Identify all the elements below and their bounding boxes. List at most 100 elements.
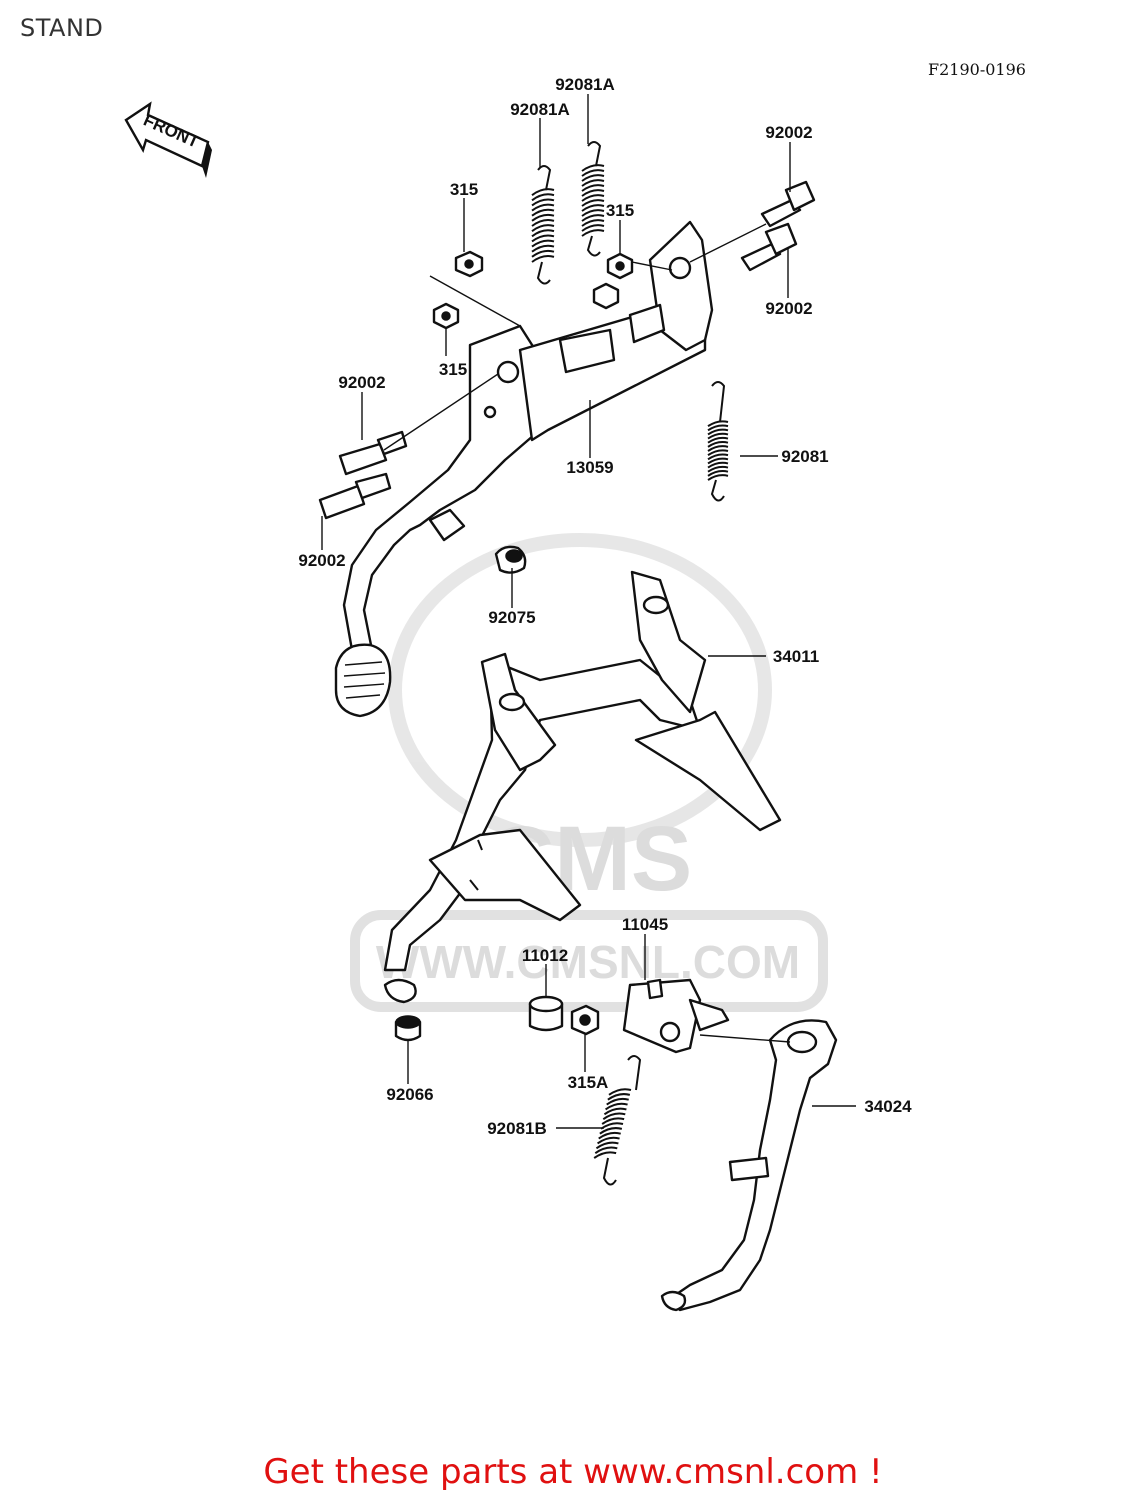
watermark-emblem: [388, 533, 772, 847]
spring-coil: [581, 224, 605, 232]
part-label-34024[interactable]: 34024: [864, 1097, 912, 1116]
part-label-92075[interactable]: 92075: [488, 608, 535, 627]
part-label-92066[interactable]: 92066: [386, 1085, 433, 1104]
part-label-315-right[interactable]: 315: [606, 201, 634, 220]
spring-coil: [581, 184, 605, 192]
spring-coil: [707, 428, 729, 436]
spring-coil: [707, 453, 729, 461]
spring-coil: [581, 189, 605, 197]
spring-coil: [707, 424, 729, 432]
watermark: CMS WWW.CMSNL.COM: [350, 533, 828, 1012]
part-labels: 92081A 92081A 92002 315 315 92002 315 92…: [298, 75, 912, 1138]
spring-coil: [593, 1151, 617, 1159]
spring-coil: [602, 1112, 626, 1120]
part-label-315a[interactable]: 315A: [568, 1073, 609, 1092]
spring-92081b: [593, 1055, 642, 1186]
spring-coil: [603, 1107, 627, 1116]
part-label-92002-right[interactable]: 92002: [765, 299, 812, 318]
part-label-92081b[interactable]: 92081B: [487, 1119, 547, 1138]
spring-coil: [531, 193, 555, 202]
spring-coil: [531, 224, 555, 232]
spring-coil: [707, 461, 729, 469]
spring-coil: [707, 432, 729, 440]
switch-bracket-11045: [622, 978, 730, 1054]
spring-coil: [581, 204, 605, 212]
part-label-92002-lower-left[interactable]: 92002: [298, 551, 345, 570]
spring-coil: [531, 219, 555, 227]
nut-315-lower-left: [432, 302, 460, 330]
part-label-315-lower[interactable]: 315: [439, 360, 467, 379]
spring-coil: [608, 1088, 632, 1096]
part-label-34011[interactable]: 34011: [773, 647, 819, 666]
spring-coil: [581, 164, 605, 172]
spring-coil: [601, 1117, 625, 1125]
spring-coil: [599, 1127, 623, 1135]
leader-lines: [321, 94, 856, 1129]
spring-coil: [707, 474, 729, 481]
spring-coil: [707, 457, 729, 465]
nut-315a: [570, 1004, 600, 1036]
bolt-92002-left-b: [318, 472, 392, 520]
part-label-92002-left[interactable]: 92002: [338, 373, 385, 392]
spring-92081a-right: [581, 141, 605, 257]
spring-coil: [581, 174, 605, 182]
watermark-url: WWW.CMSNL.COM: [376, 936, 800, 988]
spring-coil: [581, 179, 605, 187]
spring-coil: [596, 1136, 620, 1145]
front-direction-arrow: FRONT: [124, 101, 212, 178]
spring-coil: [531, 208, 555, 217]
brake-pedal-pad: [334, 643, 392, 718]
cap-92066: [394, 1015, 422, 1042]
bushing-92075: [494, 545, 527, 574]
spring-coil: [598, 1131, 621, 1140]
part-label-315-left[interactable]: 315: [450, 180, 478, 199]
spring-coil: [531, 249, 555, 258]
spring-coil: [531, 244, 555, 253]
spring-coil: [707, 420, 729, 427]
stand-bracket-13059: [342, 220, 714, 692]
bolt-92002-upper-right-a: [760, 180, 816, 228]
spring-coil: [581, 209, 605, 217]
spring-coil: [707, 470, 729, 477]
part-label-13059[interactable]: 13059: [566, 458, 613, 477]
center-stand-34011: [383, 570, 782, 1004]
spring-coil: [581, 214, 605, 222]
spring-coil: [581, 169, 605, 177]
spring-coil: [606, 1097, 629, 1106]
part-label-11045[interactable]: 11045: [622, 915, 668, 934]
spring-coil: [531, 239, 555, 248]
spring-coil: [581, 199, 605, 207]
spring-coil: [707, 445, 729, 452]
figure-code: F2190-0196: [928, 60, 1026, 79]
spring-coil: [531, 188, 555, 196]
spring-coil: [604, 1102, 628, 1111]
spring-coil: [607, 1093, 631, 1101]
nut-315-upper-left: [454, 250, 484, 278]
spring-coil: [707, 465, 729, 473]
page-title: STAND: [20, 14, 104, 42]
part-label-92081[interactable]: 92081: [781, 447, 828, 466]
spring-coil: [581, 229, 605, 237]
part-label-92002-top-right[interactable]: 92002: [765, 123, 812, 142]
spring-coil: [581, 219, 605, 227]
nut-315-right: [592, 252, 634, 310]
spring-coil: [531, 198, 555, 207]
spring-92081a-left: [531, 165, 555, 285]
spring-coil: [531, 234, 555, 243]
spring-coil: [594, 1146, 618, 1154]
bolt-92002-left-a: [338, 430, 408, 476]
spring-coil: [707, 449, 729, 456]
part-label-92081a-top[interactable]: 92081A: [555, 75, 615, 94]
part-label-11012[interactable]: 11012: [522, 946, 568, 965]
promo-link[interactable]: Get these parts at www.cmsnl.com !: [263, 1452, 883, 1492]
spring-coil: [531, 203, 555, 212]
spring-coil: [595, 1141, 619, 1150]
side-stand-34024: [660, 1019, 838, 1312]
rubber-11012: [528, 995, 564, 1032]
part-label-92081a[interactable]: 92081A: [510, 100, 570, 119]
spring-coil: [531, 255, 555, 263]
spring-coil: [707, 436, 729, 444]
spring-92081: [707, 381, 729, 502]
